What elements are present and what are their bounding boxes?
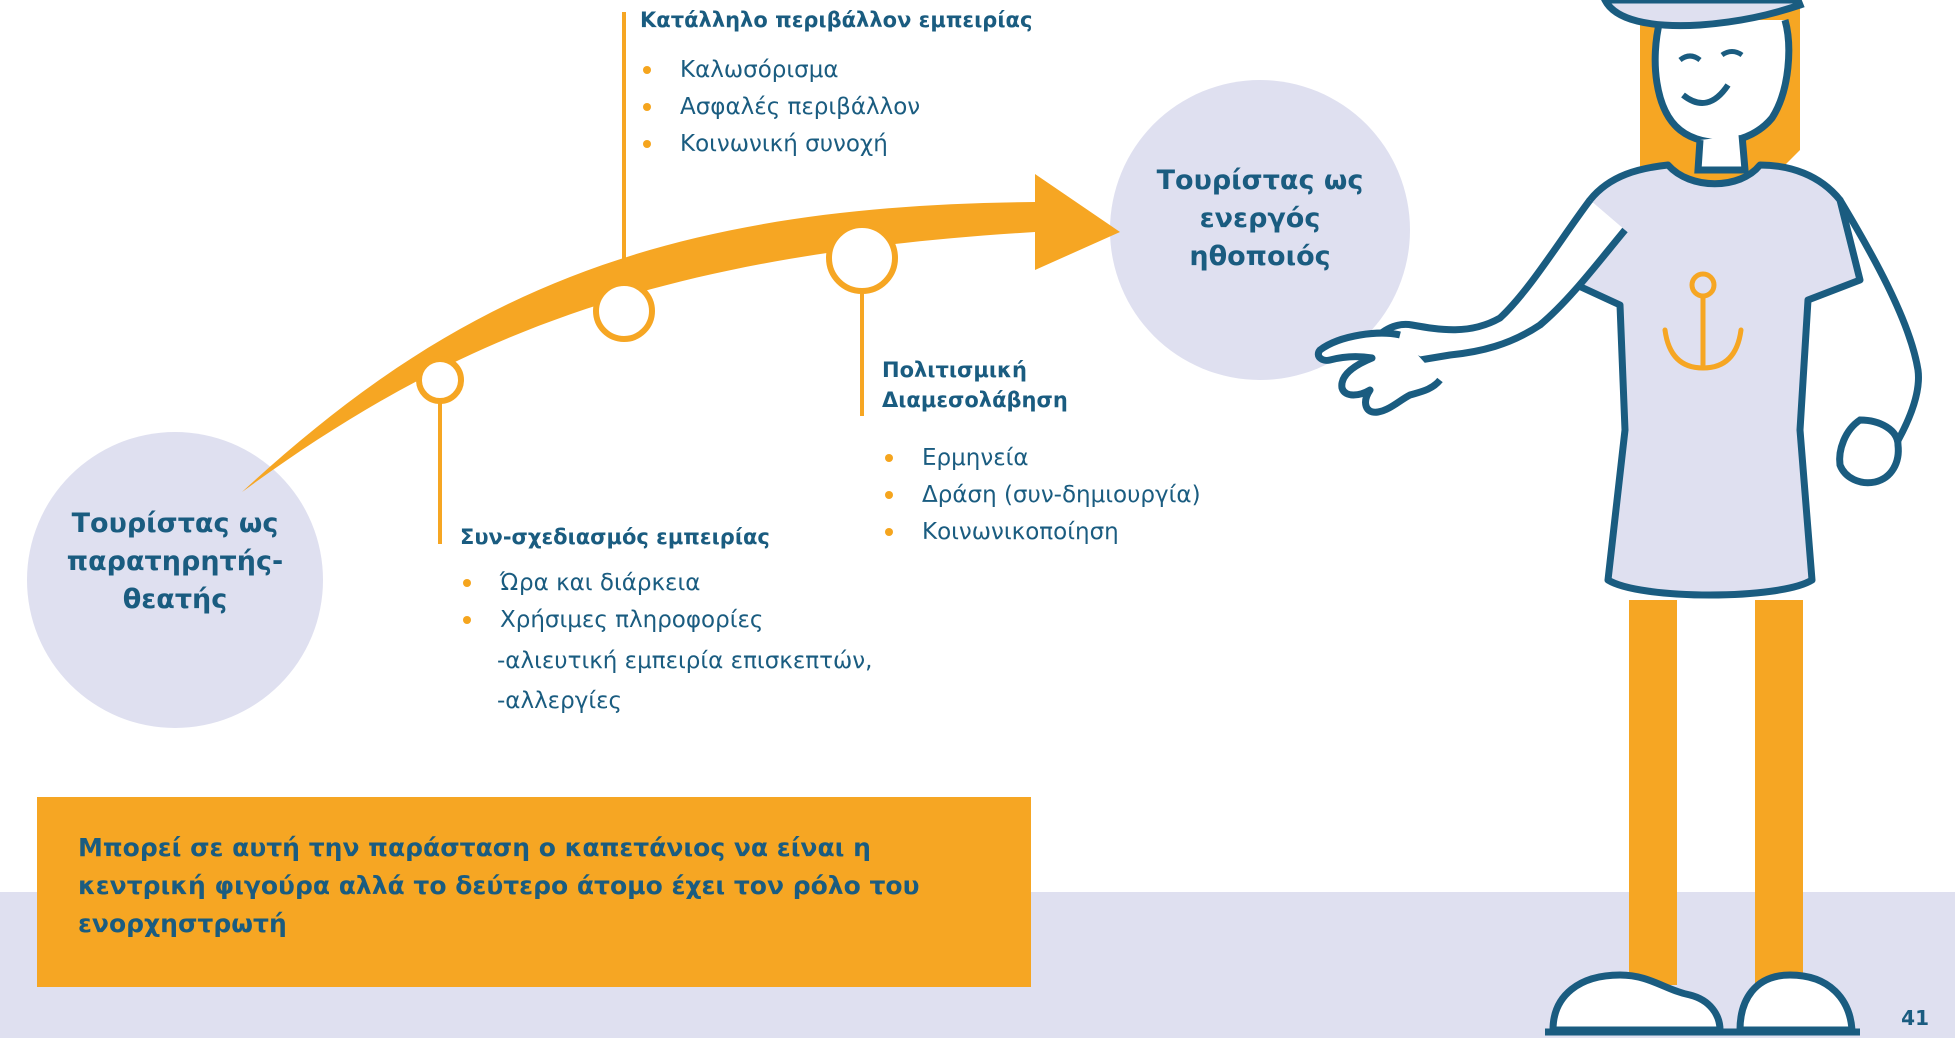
character-eye-left: [1678, 53, 1702, 63]
start-state-circle: [27, 432, 323, 728]
stage-3-sub-item: -αλλεργίες: [497, 688, 623, 714]
character-right-shoe: [1736, 971, 1856, 1034]
character-pointing-hand: [1314, 329, 1443, 416]
character-head: [1651, 19, 1793, 146]
end-state-circle: [1110, 80, 1410, 380]
stage-2-list: Ερμηνεία Δράση (συν-δημιουργία) Κοινωνικ…: [882, 440, 1201, 551]
stage-node-3: [826, 222, 898, 294]
list-item: Κοινωνική συνοχή: [640, 126, 920, 163]
start-state-label: Τουρίστας ως παρατηρητής-θεατής: [66, 508, 284, 615]
stage-node-2: [593, 280, 655, 342]
stage-1-list: Καλωσόρισμα Ασφαλές περιβάλλον Κοινωνική…: [640, 52, 920, 163]
character-left-leg: [1629, 600, 1677, 985]
list-item: Ερμηνεία: [882, 440, 1201, 477]
list-item: Κοινωνικοποίηση: [882, 514, 1201, 551]
character-right-leg: [1755, 600, 1803, 985]
page-number: 41: [1901, 1006, 1929, 1030]
list-item: Καλωσόρισμα: [640, 52, 920, 89]
stage-2-title: Πολιτισμική Διαμεσολάβηση: [882, 358, 1068, 412]
stage-node-1: [416, 356, 464, 404]
character-eye-right: [1720, 49, 1744, 58]
note-box: Μπορεί σε αυτή την παράσταση ο καπετάνιο…: [37, 797, 1031, 987]
anchor-icon: [1662, 271, 1744, 371]
list-item: Ώρα και διάρκεια: [460, 565, 763, 602]
note-text: Μπορεί σε αυτή την παράσταση ο καπετάνιο…: [78, 833, 920, 938]
list-item: Χρήσιμες πληροφορίες: [460, 602, 763, 639]
progress-arrow: [242, 174, 1120, 492]
character-mouth: [1681, 83, 1731, 106]
stage-3-list: Ώρα και διάρκεια Χρήσιμες πληροφορίες: [460, 565, 763, 639]
stage-3-sub-item: -αλιευτική εμπειρία επισκεπτών,: [497, 648, 873, 674]
tourist-character-illustration: [1314, 0, 1922, 1036]
character-hip-hand: [1836, 416, 1902, 487]
list-item: Ασφαλές περιβάλλον: [640, 89, 920, 126]
end-state-label: Τουρίστας ως ενεργός ηθοποιός: [1156, 165, 1364, 272]
character-hip-arm: [1836, 196, 1922, 474]
stage-1-title: Κατάλληλο περιβάλλον εμπειρίας: [640, 8, 1033, 32]
character-cap: [1601, 0, 1805, 30]
character-left-shoe: [1549, 971, 1724, 1034]
stage-3-title: Συν-σχεδιασμός εμπειρίας: [460, 525, 770, 549]
character-pointing-arm: [1368, 197, 1628, 364]
list-item: Δράση (συν-δημιουργία): [882, 477, 1201, 514]
character-shirt: [1551, 161, 1864, 599]
